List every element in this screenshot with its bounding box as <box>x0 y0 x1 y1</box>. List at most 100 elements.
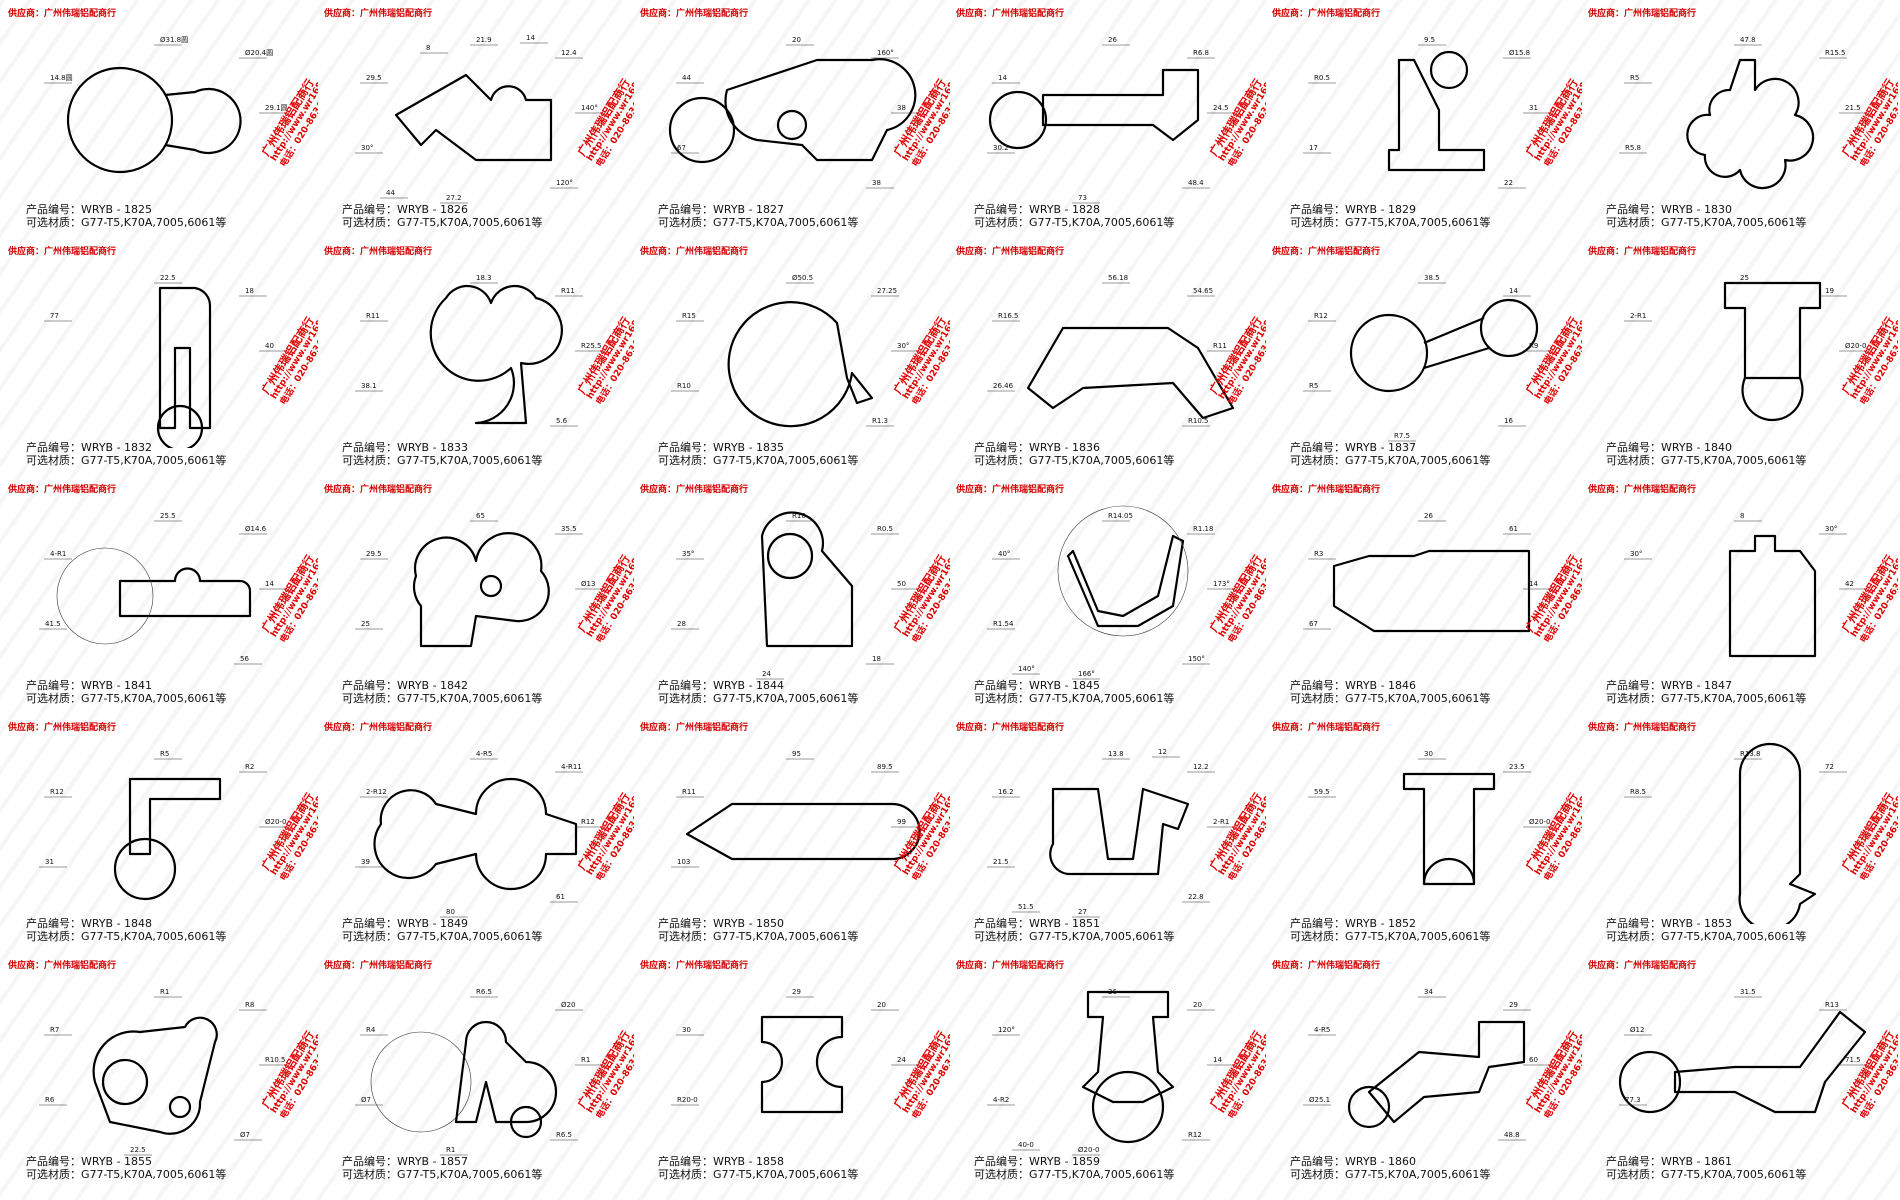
product-code-value: WRYB - 1826 <box>397 203 469 216</box>
material-label: 可选材质： <box>1606 692 1661 705</box>
dimension-label: 29 <box>1509 1001 1518 1009</box>
material-line: 可选材质：G77-T5,K70A,7005,6061等 <box>1290 214 1490 230</box>
supplier-label: 供应商：广州伟瑞铝配商行 <box>956 9 1065 19</box>
dimension-label: Ø15.8 <box>1509 49 1530 57</box>
product-code-value: WRYB - 1845 <box>1029 679 1101 692</box>
dimension-label: 50 <box>897 580 906 588</box>
supplier-label: 供应商：广州伟瑞铝配商行 <box>1588 9 1697 19</box>
product-code: 产品编号：WRYB - 1853 <box>1606 915 1732 931</box>
product-code: 产品编号：WRYB - 1844 <box>658 677 784 693</box>
material-label: 可选材质： <box>1290 692 1345 705</box>
dimension-label: R11 <box>1213 342 1227 350</box>
material-line: 可选材质：G77-T5,K70A,7005,6061等 <box>1290 928 1490 944</box>
material-value: G77-T5,K70A,7005,6061等 <box>1661 930 1807 943</box>
dimension-label: 22.5 <box>130 1146 146 1154</box>
dimension-label: 60 <box>1529 1056 1538 1064</box>
supplier-label: 供应商：广州伟瑞铝配商行 <box>1588 247 1697 257</box>
dimension-label: 22.8 <box>1188 893 1204 901</box>
product-code-label: 产品编号： <box>1290 203 1345 216</box>
product-code-label: 产品编号： <box>1606 441 1661 454</box>
dimension-label: R12 <box>581 818 595 826</box>
dimension-label: R7.5 <box>1394 432 1410 440</box>
dimension-label: 16 <box>1504 417 1513 425</box>
material-value: G77-T5,K70A,7005,6061等 <box>1345 930 1491 943</box>
product-code-label: 产品编号： <box>658 679 713 692</box>
product-code-value: WRYB - 1858 <box>713 1155 785 1168</box>
dimension-label: 14 <box>1529 580 1538 588</box>
dimension-label: 8 <box>1740 512 1744 520</box>
supplier-label: 供应商：广州伟瑞铝配商行 <box>8 9 117 19</box>
dimension-label: 19 <box>1825 287 1834 295</box>
dimension-label: 38 <box>897 104 906 112</box>
supplier-label: 供应商：广州伟瑞铝配商行 <box>8 723 117 733</box>
material-value: G77-T5,K70A,7005,6061等 <box>713 1168 859 1181</box>
dimension-label: 38.1 <box>361 382 377 390</box>
dimension-label: 77 <box>50 312 59 320</box>
dimension-label: 71.5 <box>1845 1056 1861 1064</box>
dimension-label: R10 <box>677 382 691 390</box>
dimension-label: R10.5 <box>265 1056 285 1064</box>
material-line: 可选材质：G77-T5,K70A,7005,6061等 <box>26 1166 226 1182</box>
product-code: 产品编号：WRYB - 1833 <box>342 439 468 455</box>
dimension-label: 21.5 <box>1845 104 1861 112</box>
dimension-label: 173° <box>1213 580 1230 588</box>
material-value: G77-T5,K70A,7005,6061等 <box>1345 692 1491 705</box>
supplier-label: 供应商：广州伟瑞铝配商行 <box>1588 961 1697 971</box>
dimension-label: R3 <box>1314 550 1323 558</box>
product-code: 产品编号：WRYB - 1826 <box>342 201 468 217</box>
dimension-label: 12 <box>1158 748 1167 756</box>
material-line: 可选材质：G77-T5,K70A,7005,6061等 <box>1606 928 1806 944</box>
supplier-label: 供应商：广州伟瑞铝配商行 <box>324 723 433 733</box>
dimension-label: R1.18 <box>1193 525 1213 533</box>
product-code: 产品编号：WRYB - 1832 <box>26 439 152 455</box>
dimension-label: 26 <box>1424 512 1433 520</box>
dimension-label: 95 <box>792 750 801 758</box>
material-label: 可选材质： <box>658 692 713 705</box>
dimension-label: R2 <box>245 763 254 771</box>
dimension-label: 30° <box>1825 525 1837 533</box>
dimension-label: 20 <box>877 1001 886 1009</box>
product-code-value: WRYB - 1830 <box>1661 203 1733 216</box>
dimension-label: 44 <box>386 189 395 197</box>
product-code: 产品编号：WRYB - 1857 <box>342 1153 468 1169</box>
material-line: 可选材质：G77-T5,K70A,7005,6061等 <box>1290 1166 1490 1182</box>
dimension-label: 166° <box>1078 670 1095 678</box>
dimension-label: 120° <box>556 179 573 187</box>
dimension-label: 16.2 <box>998 788 1014 796</box>
product-code-label: 产品编号： <box>974 679 1029 692</box>
product-code-label: 产品编号： <box>658 1155 713 1168</box>
product-code-value: WRYB - 1861 <box>1661 1155 1733 1168</box>
material-label: 可选材质： <box>26 1168 81 1181</box>
material-line: 可选材质：G77-T5,K70A,7005,6061等 <box>658 928 858 944</box>
dimension-label: 24.5 <box>1213 104 1229 112</box>
dimension-label: R5 <box>1630 74 1639 82</box>
supplier-label: 供应商：广州伟瑞铝配商行 <box>8 485 117 495</box>
dimension-label: R16.5 <box>998 312 1018 320</box>
dimension-label: 28 <box>677 620 686 628</box>
dimension-label: 5.6 <box>556 417 568 425</box>
dimension-label: 17 <box>1309 144 1318 152</box>
material-label: 可选材质： <box>658 454 713 467</box>
material-value: G77-T5,K70A,7005,6061等 <box>1661 216 1807 229</box>
product-code-value: WRYB - 1842 <box>397 679 469 692</box>
supplier-label: 供应商：广州伟瑞铝配商行 <box>8 247 117 257</box>
dimension-label: 39 <box>361 858 370 866</box>
product-code-value: WRYB - 1829 <box>1345 203 1417 216</box>
